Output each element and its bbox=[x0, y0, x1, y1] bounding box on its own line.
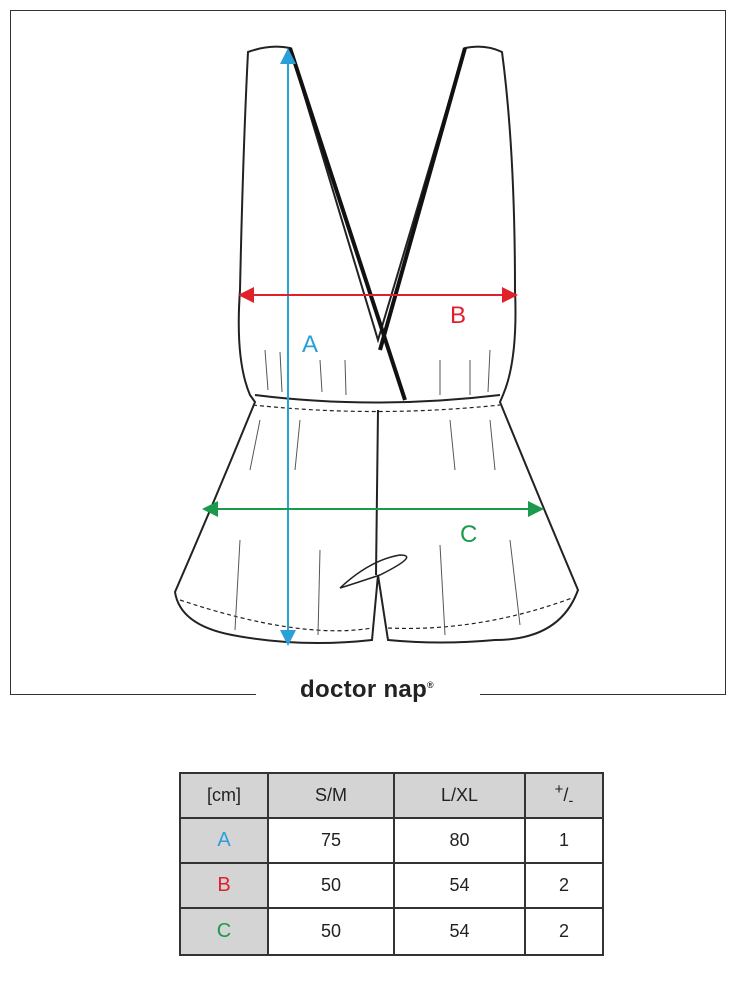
cell: 75 bbox=[267, 817, 395, 864]
romper-outline bbox=[173, 45, 580, 645]
table-row: B 50 54 2 bbox=[179, 862, 604, 909]
registered-mark: ® bbox=[427, 680, 434, 690]
size-table: [cm] S/M L/XL +/- A 75 80 1 B 50 54 2 C … bbox=[179, 772, 604, 956]
brand-name: doctor nap bbox=[300, 676, 428, 703]
cell: 1 bbox=[524, 817, 604, 864]
divider-left bbox=[10, 694, 256, 695]
header-tolerance: +/- bbox=[524, 772, 604, 819]
header-sm: S/M bbox=[267, 772, 395, 819]
table-row: A 75 80 1 bbox=[179, 817, 604, 864]
fold-lines bbox=[234, 349, 521, 636]
label-a: A bbox=[302, 331, 318, 358]
cell: 50 bbox=[267, 862, 395, 909]
row-label: C bbox=[179, 907, 269, 956]
brand-logo: doctor nap® bbox=[256, 676, 478, 704]
label-b: B bbox=[450, 302, 466, 329]
cell: 54 bbox=[393, 862, 526, 909]
table-header-row: [cm] S/M L/XL +/- bbox=[179, 772, 604, 819]
cell: 50 bbox=[267, 907, 395, 956]
cell: 80 bbox=[393, 817, 526, 864]
row-label: A bbox=[179, 817, 269, 864]
divider-right bbox=[480, 694, 726, 695]
diagram-frame bbox=[10, 10, 726, 694]
garment-diagram: A B C bbox=[173, 45, 580, 646]
cell: 54 bbox=[393, 907, 526, 956]
cell: 2 bbox=[524, 907, 604, 956]
header-unit: [cm] bbox=[179, 772, 269, 819]
row-label: B bbox=[179, 862, 269, 909]
cell: 2 bbox=[524, 862, 604, 909]
header-lxl: L/XL bbox=[393, 772, 526, 819]
table-row: C 50 54 2 bbox=[179, 907, 604, 956]
label-c: C bbox=[460, 521, 477, 548]
